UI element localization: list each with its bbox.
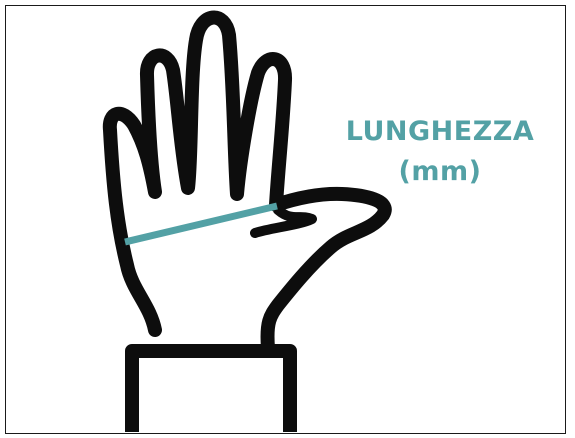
thumb-fold-line — [255, 210, 312, 233]
measurement-title: LUNGHEZZA — [320, 118, 560, 145]
sleeve-cuff — [132, 351, 290, 432]
measurement-unit: (mm) — [320, 158, 560, 185]
